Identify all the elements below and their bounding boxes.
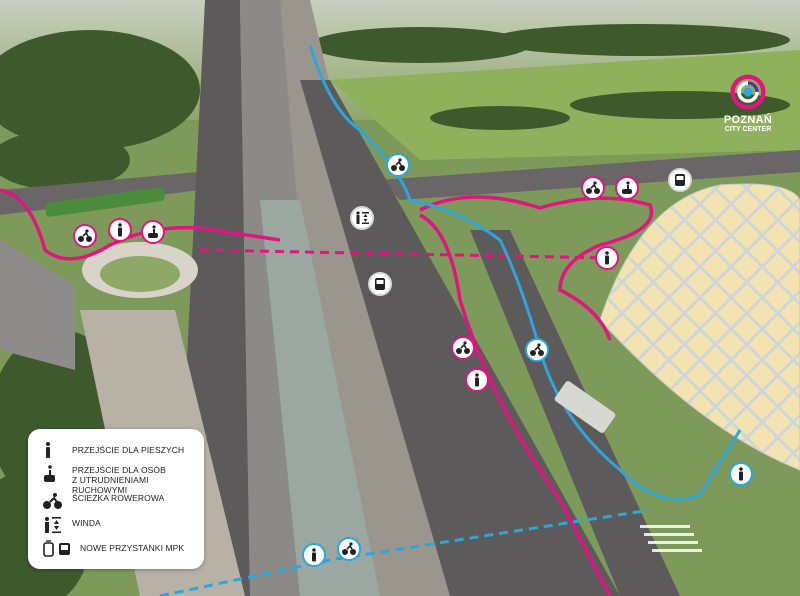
pedestrian-icon <box>605 251 609 265</box>
map-legend: PRZEJŚCIE DLA PIESZYCH PRZEJŚCIE DLA OSÓ… <box>28 429 204 569</box>
legend-label: ŚCIEŻKA ROWEROWA <box>72 493 165 503</box>
logo-subtitle: CITY CENTER <box>724 126 772 133</box>
bicycle-icon <box>42 492 64 510</box>
blue-route-dashed <box>159 508 651 596</box>
bus-icon <box>675 174 685 186</box>
bike-marker[interactable] <box>525 338 549 362</box>
legend-label-line1: PRZEJŚCIE DLA OSÓB <box>72 465 166 475</box>
glass-dome-building <box>599 183 800 471</box>
bike-marker[interactable] <box>73 224 97 248</box>
pedestrian-icon <box>475 373 479 387</box>
legend-item-bicycle-path: ŚCIEŻKA ROWEROWA <box>42 492 164 510</box>
pink-route-dashed <box>199 248 611 260</box>
bicycle-icon <box>530 343 544 356</box>
bus-stop-marker[interactable] <box>668 168 692 192</box>
pink-route-east <box>419 213 612 596</box>
legend-item-accessible-crossing: PRZEJŚCIE DLA OSÓB Z UTRUDNIENIAMI RUCHO… <box>42 465 204 495</box>
elevator-icon <box>356 211 369 224</box>
bike-marker[interactable] <box>581 176 605 200</box>
legend-label: PRZEJŚCIE DLA OSÓB Z UTRUDNIENIAMI RUCHO… <box>72 465 204 495</box>
bus <box>554 381 616 433</box>
pedestrian-icon <box>312 548 316 562</box>
legend-item-transit-stops: NOWE PRZYSTANKI MPK <box>42 540 184 558</box>
legend-label: PRZEJŚCIE DLA PIESZYCH <box>72 445 185 455</box>
building-left <box>0 240 75 370</box>
legend-item-elevator: WINDA <box>42 516 101 534</box>
legend-item-pedestrian: PRZEJŚCIE DLA PIESZYCH <box>42 441 184 459</box>
bus-stop-marker[interactable] <box>368 272 392 296</box>
elevator-icon <box>42 516 64 534</box>
pedestrian-marker[interactable] <box>302 543 326 567</box>
accessible-crossing-marker[interactable] <box>615 176 639 200</box>
accessible-crossing-icon <box>42 465 64 483</box>
field <box>330 50 800 160</box>
bike-marker[interactable] <box>451 336 475 360</box>
bicycle-icon <box>456 341 470 354</box>
bicycle-icon <box>391 158 405 171</box>
accessible-crossing-icon <box>148 225 158 238</box>
bicycle-icon <box>342 542 356 555</box>
pedestrian-marker[interactable] <box>729 462 753 486</box>
elevator-marker[interactable] <box>350 206 374 230</box>
accessible-crossing-marker[interactable] <box>141 220 165 244</box>
pedestrian-marker[interactable] <box>465 368 489 392</box>
tram-bus-stop-icon <box>42 540 72 558</box>
bicycle-icon <box>78 229 92 242</box>
bike-marker[interactable] <box>386 153 410 177</box>
accessible-crossing-icon <box>622 181 632 194</box>
pedestrian-icon <box>739 467 743 481</box>
pedestrian-icon <box>118 223 122 237</box>
pedestrian-icon <box>42 441 64 459</box>
bike-marker[interactable] <box>337 537 361 561</box>
logo-title: POZNAŃ <box>723 114 773 126</box>
legend-label: WINDA <box>72 518 101 528</box>
trees <box>0 24 790 596</box>
logo-mark-icon <box>730 74 766 110</box>
legend-label: NOWE PRZYSTANKI MPK <box>80 543 185 553</box>
pedestrian-marker[interactable] <box>108 218 132 242</box>
pedestrian-marker[interactable] <box>595 246 619 270</box>
bicycle-icon <box>586 181 600 194</box>
blue-route <box>308 44 742 501</box>
bus-icon <box>375 278 385 290</box>
poznan-city-center-logo: POZNAŃ CITY CENTER <box>716 74 780 134</box>
legend-label-line2: Z UTRUDNIENIAMI RUCHOWYMI <box>72 475 149 495</box>
